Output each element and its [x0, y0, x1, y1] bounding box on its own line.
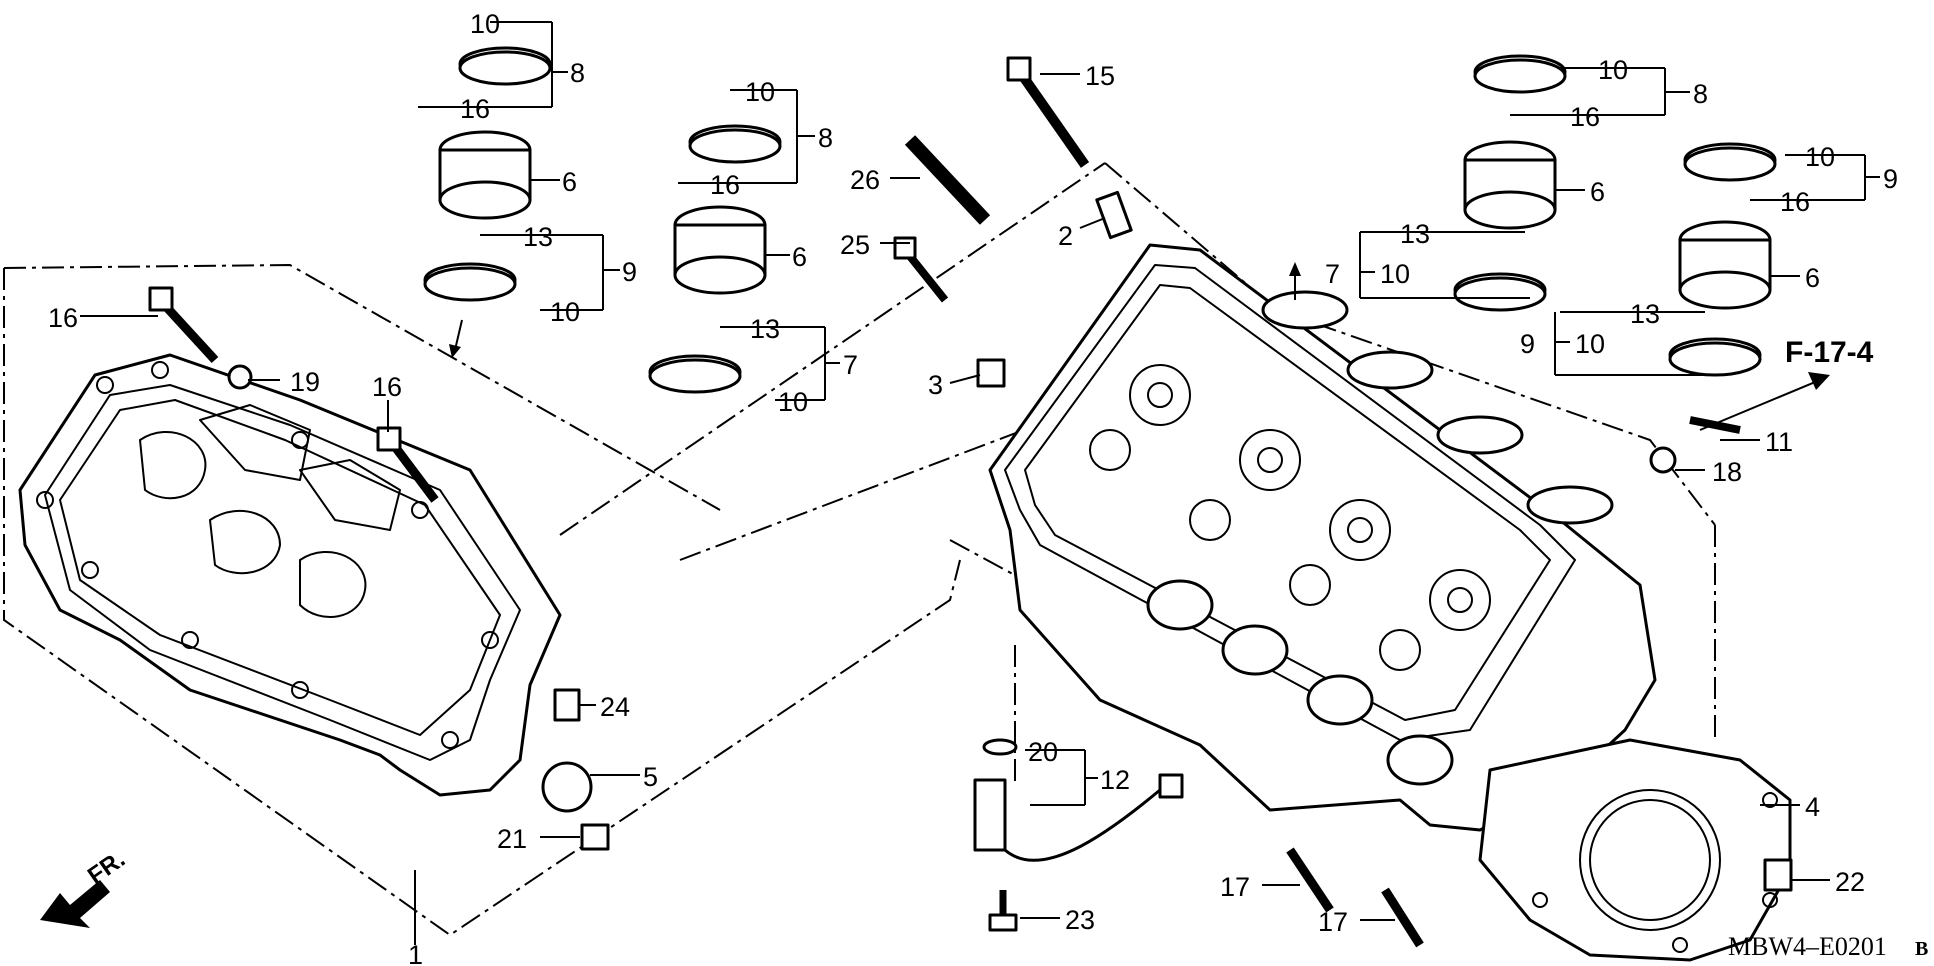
- callout-6: 6: [792, 242, 807, 272]
- callout-13: 13: [750, 314, 780, 344]
- callout-15: 16: [48, 303, 78, 333]
- front-direction-arrow-icon: [40, 880, 110, 928]
- callout-25: 25: [840, 230, 870, 260]
- callout-14: 15: [1085, 61, 1115, 91]
- washer: [227, 364, 253, 390]
- callout-16: 16: [1780, 187, 1810, 217]
- intake-insulator: [1463, 140, 1557, 230]
- callout-10: 10: [1598, 55, 1628, 85]
- callout-13: 13: [1400, 219, 1430, 249]
- clamp-band: [688, 124, 782, 164]
- callout-8: 9: [1883, 164, 1898, 194]
- spark-plug: [904, 135, 991, 225]
- up-arrow-icon: [1289, 262, 1301, 300]
- clamp-band: [1453, 272, 1547, 312]
- callout-10: 10: [1575, 329, 1605, 359]
- clamp-band: [423, 262, 517, 302]
- callout-24: 23: [1065, 905, 1095, 935]
- callout-10: 10: [470, 9, 500, 39]
- callout-17: 17: [1220, 872, 1250, 902]
- cylinder-head: [988, 243, 1657, 832]
- stud-bolt: [1381, 887, 1424, 948]
- callout-18: 18: [1712, 457, 1742, 487]
- oring: [541, 761, 593, 813]
- callout-9: 9: [1520, 329, 1535, 359]
- callout-13: 13: [1630, 299, 1660, 329]
- stud-bolt: [1286, 847, 1334, 913]
- callout-8: 8: [818, 123, 833, 153]
- callout-4: 4: [1805, 792, 1820, 822]
- drawing-code-suffix: B: [1915, 938, 1928, 960]
- front-label: FR.: [83, 846, 130, 890]
- callout-19: 19: [290, 367, 320, 397]
- dowel-pin: [1763, 858, 1793, 892]
- callout-8: 8: [570, 58, 585, 88]
- callout-11: 11: [1765, 427, 1793, 457]
- callout-17: 17: [1318, 907, 1348, 937]
- callout-2: 2: [1058, 221, 1073, 251]
- callout-9: 9: [622, 257, 637, 287]
- intake-insulator: [1678, 220, 1772, 310]
- callout-21: 21: [497, 824, 527, 854]
- callout-12: 12: [1100, 765, 1130, 795]
- intake-insulator: [438, 130, 532, 220]
- clamp-band: [1683, 142, 1777, 182]
- callout-13: 13: [523, 222, 553, 252]
- oring: [982, 738, 1018, 756]
- cam-sensor: [973, 773, 1184, 862]
- callout-10: 10: [1805, 142, 1835, 172]
- clamp-band: [1668, 337, 1762, 377]
- intake-insulator: [673, 205, 767, 295]
- callout-8: 8: [1693, 79, 1708, 109]
- washer: [1649, 446, 1677, 474]
- callout-10: 10: [550, 297, 580, 327]
- clamp-band: [1473, 54, 1567, 94]
- callout-16: 16: [1570, 102, 1600, 132]
- callout-labels: 10 8 16 6 13 9 10 10 8 16 6 13 7 10 15 2…: [48, 9, 1928, 966]
- drawing-code: MBW4–E0201: [1728, 932, 1887, 961]
- callout-7: 7: [843, 350, 858, 380]
- bolt: [893, 236, 949, 303]
- dowel-pin: [553, 688, 581, 722]
- stud-bolt: [1006, 56, 1090, 168]
- clamp-band: [648, 354, 742, 394]
- callout-15: 16: [372, 372, 402, 402]
- callout-10: 10: [1380, 259, 1410, 289]
- bolt: [148, 286, 219, 364]
- callout-16: 16: [710, 170, 740, 200]
- callout-10: 10: [745, 77, 775, 107]
- dowel-pin: [1095, 190, 1133, 240]
- callout-6: 6: [1805, 263, 1820, 293]
- clamp-band: [458, 46, 552, 86]
- dowel-pin: [976, 358, 1006, 388]
- down-arrow-icon: [449, 319, 463, 358]
- reference-arrow-icon: [1699, 372, 1830, 431]
- callout-6: 6: [562, 167, 577, 197]
- callout-23: 24: [600, 692, 630, 722]
- bolt: [1689, 416, 1741, 434]
- callout-6: 6: [1590, 177, 1605, 207]
- dowel-pin: [580, 823, 610, 851]
- callout-22: 22: [1835, 867, 1865, 897]
- leader-lines: [80, 21, 1880, 945]
- callout-1: 1: [408, 940, 423, 966]
- bolt: [988, 890, 1018, 932]
- callout-16: 16: [460, 94, 490, 124]
- head-gasket: [1478, 738, 1792, 962]
- callout-10: 10: [778, 387, 808, 417]
- callout-7: 7: [1325, 259, 1340, 289]
- callout-3: 3: [928, 370, 943, 400]
- callout-26: 26: [850, 165, 880, 195]
- cylinder-head-cover: [18, 353, 562, 797]
- callout-20: 20: [1028, 737, 1058, 767]
- callout-5: 5: [643, 762, 658, 792]
- reference-label: F-17-4: [1785, 336, 1874, 369]
